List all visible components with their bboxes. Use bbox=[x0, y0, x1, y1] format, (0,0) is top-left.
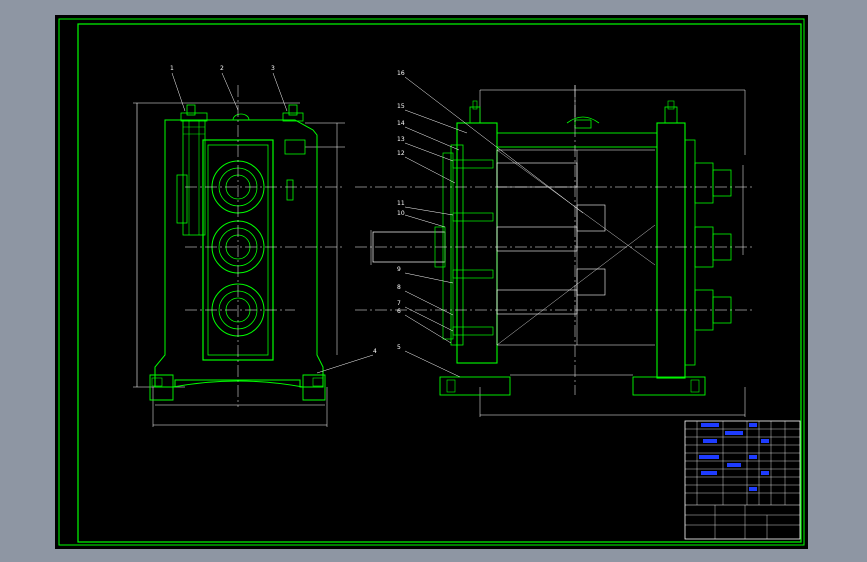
left-view: 1 2 3 4 bbox=[133, 65, 377, 427]
drawing-sheet: 1 2 3 4 bbox=[55, 15, 808, 549]
parts-list-mark bbox=[761, 471, 769, 475]
parts-list-mark bbox=[701, 423, 719, 427]
callout-4: 4 bbox=[373, 348, 377, 355]
callout-10: 10 bbox=[397, 210, 405, 217]
callout-16: 16 bbox=[397, 70, 405, 77]
callout-14: 14 bbox=[397, 120, 405, 127]
parts-list-mark bbox=[749, 423, 757, 427]
callout-15: 15 bbox=[397, 103, 405, 110]
outer-frame bbox=[58, 18, 805, 546]
parts-list-mark bbox=[701, 471, 717, 475]
parts-list-mark bbox=[703, 439, 717, 443]
callout-7: 7 bbox=[397, 300, 401, 307]
callout-2: 2 bbox=[220, 65, 224, 72]
parts-list-mark bbox=[749, 455, 757, 459]
parts-list-mark bbox=[727, 463, 741, 467]
right-view: 16 15 14 13 12 11 10 9 8 7 6 5 bbox=[355, 70, 755, 417]
callout-8: 8 bbox=[397, 284, 401, 291]
title-block bbox=[684, 420, 801, 540]
callout-11: 11 bbox=[397, 200, 405, 207]
callout-13: 13 bbox=[397, 136, 405, 143]
callout-5: 5 bbox=[397, 344, 401, 351]
callout-12: 12 bbox=[397, 150, 405, 157]
callout-9: 9 bbox=[397, 266, 401, 273]
parts-list-mark bbox=[749, 487, 757, 491]
parts-list-mark bbox=[761, 439, 769, 443]
parts-list-mark bbox=[699, 455, 719, 459]
callout-3: 3 bbox=[271, 65, 275, 72]
callout-1: 1 bbox=[170, 65, 174, 72]
cad-drawing: 1 2 3 4 bbox=[58, 18, 805, 546]
callout-6: 6 bbox=[397, 308, 401, 315]
inner-frame bbox=[77, 23, 802, 543]
parts-list-mark bbox=[725, 431, 743, 435]
